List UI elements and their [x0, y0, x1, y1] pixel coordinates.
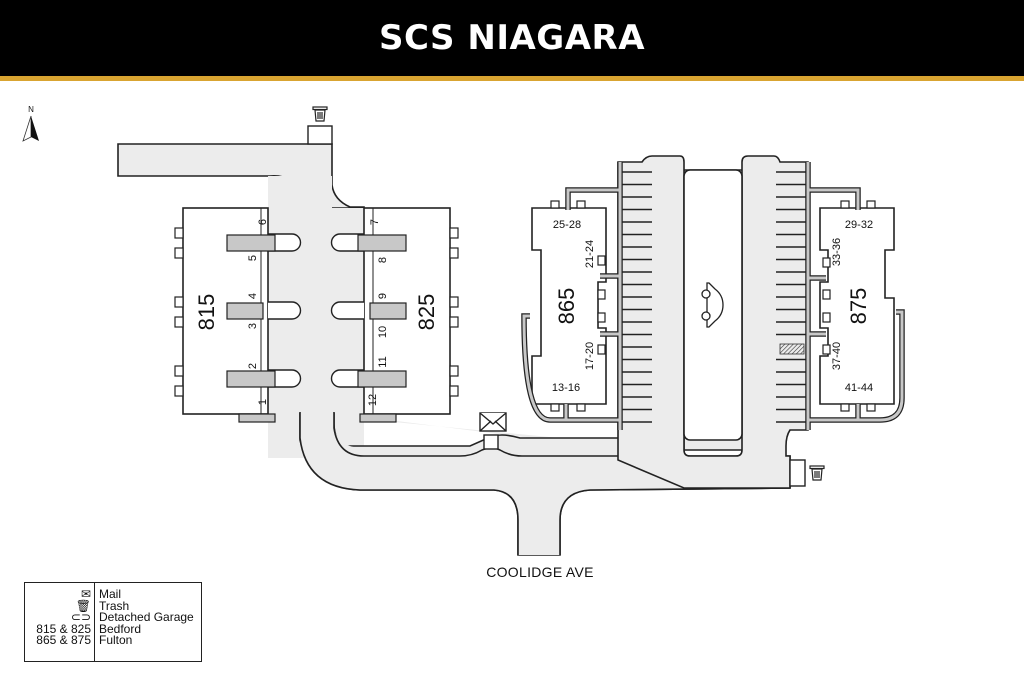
unit-label: 21-24 [584, 240, 596, 268]
unit-label: 37-40 [831, 342, 843, 370]
north-arrow-icon: N [22, 105, 39, 142]
trash-icon: 🗑 [75, 598, 91, 613]
street-label: COOLIDGE AVE [486, 564, 594, 580]
compass-label: N [28, 105, 34, 114]
unit-label: 2 [247, 363, 259, 369]
building-number: 815 [194, 294, 219, 331]
building-875: 875 29-32 33-36 37-40 41-44 [805, 162, 905, 430]
unit-label: 17-20 [584, 342, 596, 370]
hatched-area [779, 343, 805, 355]
building-number: 825 [414, 294, 439, 331]
trash-enclosure [789, 459, 806, 487]
car-icon: ⊂⊃ [70, 610, 91, 624]
unit-label: 25-28 [553, 219, 581, 231]
unit-label: 5 [247, 255, 259, 261]
unit-label: 6 [257, 219, 269, 225]
unit-label: 13-16 [552, 382, 580, 394]
building-825: 825 7 8 9 10 11 12 [330, 207, 459, 423]
unit-label: 29-32 [845, 219, 873, 231]
unit-label: 41-44 [845, 382, 873, 394]
unit-label: 33-36 [831, 238, 843, 266]
legend-keys: ✉ 🗑 ⊂⊃ 815 & 825 865 & 875 [25, 583, 95, 661]
unit-label: 7 [369, 219, 381, 225]
unit-label: 12 [367, 394, 379, 406]
parking-stalls-west [622, 171, 652, 423]
legend-label: Mail [99, 587, 122, 601]
page-title: SCS NIAGARA [378, 18, 646, 58]
legend-labels: Mail Trash Detached Garage Bedford Fulto… [95, 583, 194, 661]
legend-label: Fulton [99, 633, 133, 647]
unit-label: 4 [247, 293, 259, 299]
parking-stalls-east [776, 171, 806, 423]
legend-key: 815 & 825 [36, 621, 91, 636]
trash-icon [312, 106, 328, 122]
map-legend: ✉ 🗑 ⊂⊃ 815 & 825 865 & 875 Mail Trash De… [24, 582, 202, 662]
mail-icon [479, 412, 507, 432]
unit-label: 1 [257, 399, 269, 405]
legend-label: Detached Garage [99, 610, 194, 624]
unit-label: 3 [247, 323, 259, 329]
car-icon [701, 282, 724, 328]
trash-icon [809, 465, 825, 481]
mail-icon: ✉ [80, 587, 91, 601]
building-815: 815 6 5 4 3 2 1 [174, 207, 302, 423]
header-stripe [0, 76, 1024, 81]
header-bar [0, 0, 1024, 76]
mail-kiosk [483, 434, 499, 450]
unit-label: 8 [377, 257, 389, 263]
unit-label: 9 [377, 293, 389, 299]
legend-label: Trash [99, 598, 130, 613]
legend-key: 865 & 875 [36, 633, 91, 647]
trash-enclosure [307, 125, 333, 145]
legend-label: Bedford [99, 621, 142, 636]
unit-label: 11 [377, 356, 389, 367]
building-number: 865 [554, 288, 579, 325]
building-number: 875 [846, 288, 871, 325]
building-865: 865 25-28 21-24 17-20 13-16 [521, 162, 623, 430]
unit-label: 10 [377, 326, 389, 338]
parking-lot [617, 155, 809, 489]
